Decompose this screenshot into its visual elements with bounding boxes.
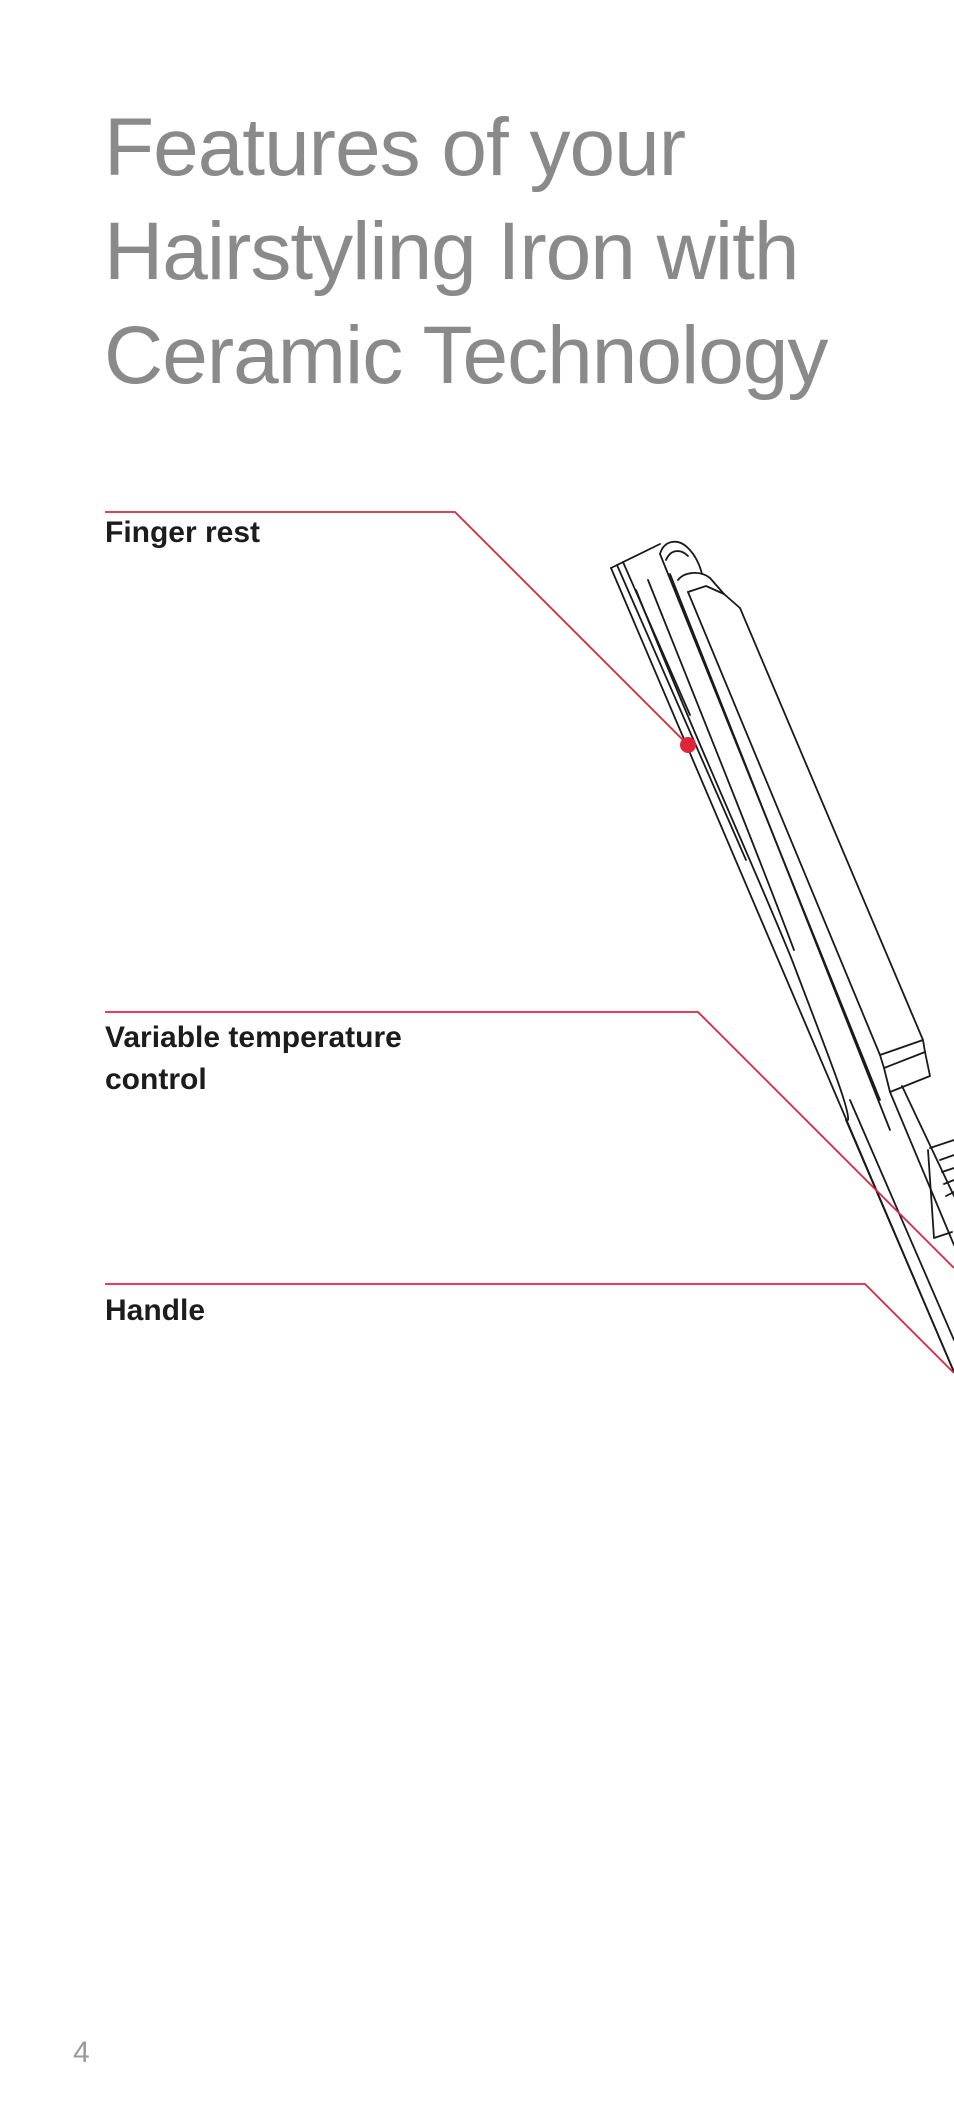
iron-handle-lower-2 bbox=[849, 1099, 954, 1341]
hair-iron-drawing bbox=[610, 540, 954, 1373]
iron-collar-2 bbox=[883, 1051, 931, 1093]
callout-line-handle bbox=[105, 1283, 954, 1374]
iron-upper-arm-left bbox=[687, 591, 881, 1056]
page-number: 4 bbox=[73, 2036, 90, 2069]
iron-handle-left bbox=[889, 1091, 954, 1246]
page-title: Features of your Hairstyling Iron with C… bbox=[104, 96, 828, 408]
callout-line-variable-temperature-control bbox=[105, 1011, 954, 1269]
iron-upper-arm-right bbox=[739, 607, 924, 1041]
page-title-line-2: Hairstyling Iron with bbox=[104, 206, 799, 297]
callout-dot-finger-rest bbox=[680, 737, 696, 753]
label-handle: Handle bbox=[105, 1294, 206, 1327]
iron-plate-edge-2 bbox=[669, 573, 891, 1131]
page-title-line-1: Features of your bbox=[104, 102, 686, 193]
iron-handle-lower-1 bbox=[845, 1119, 954, 1373]
iron-tip-cap-inner bbox=[665, 550, 689, 561]
iron-outer-left-edge-2 bbox=[616, 564, 747, 861]
label-variable-temperature-control: Variable temperature control bbox=[105, 1021, 402, 1096]
iron-collar bbox=[879, 1039, 926, 1069]
iron-plate-curve-2 bbox=[647, 579, 795, 951]
iron-tip-cap bbox=[659, 540, 703, 575]
iron-temperature-dial bbox=[939, 1154, 954, 1197]
callout-lines bbox=[105, 511, 954, 1374]
page-title-line-3: Ceramic Technology bbox=[104, 310, 828, 401]
iron-tip-top bbox=[610, 543, 661, 569]
callout-line-finger-rest bbox=[105, 511, 689, 746]
iron-dial-housing bbox=[927, 1139, 954, 1239]
iron-plate-curve bbox=[635, 589, 849, 1121]
iron-upper-arm-notch bbox=[677, 572, 725, 595]
iron-upper-arm-top bbox=[687, 585, 741, 609]
label-finger-rest: Finger rest bbox=[105, 516, 261, 549]
iron-handle-right bbox=[901, 1085, 954, 1197]
